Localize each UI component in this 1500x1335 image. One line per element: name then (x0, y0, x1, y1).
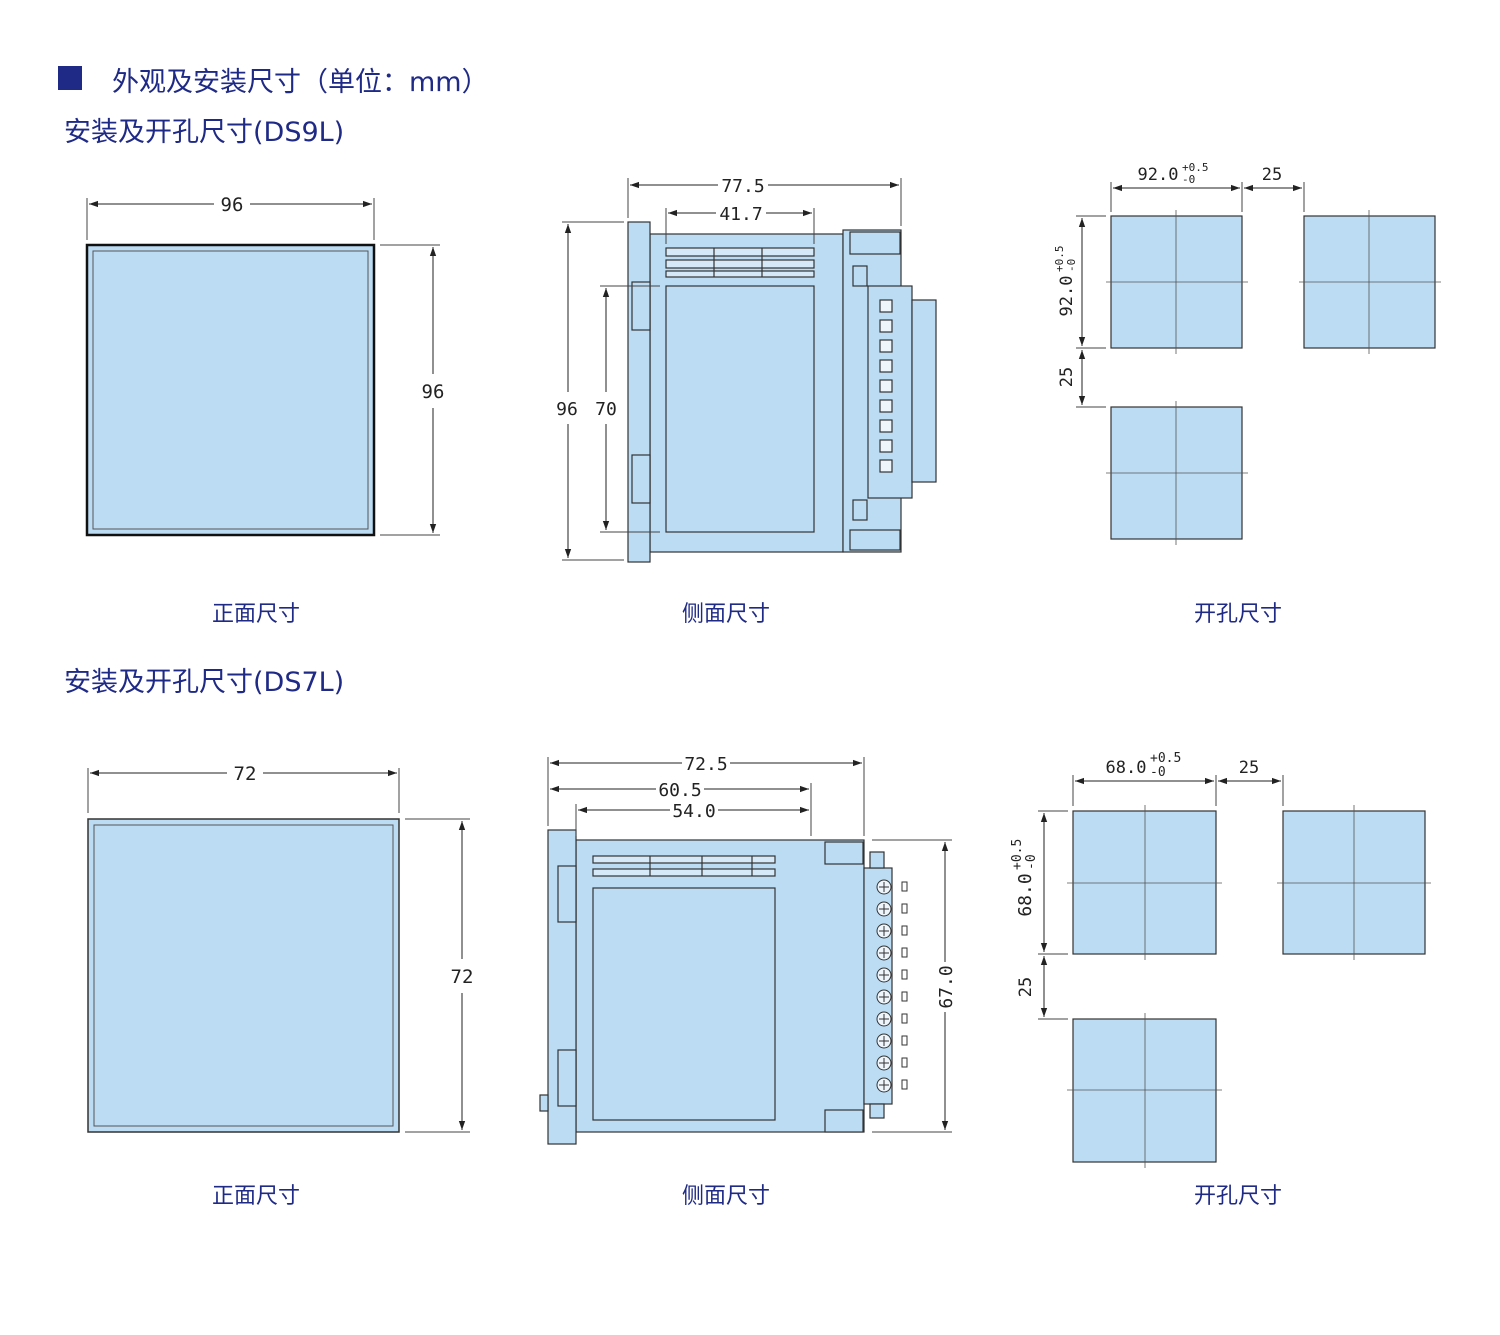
ds7l-cutout-tol-plus: +0.5 (1150, 751, 1181, 766)
ds9l-side-body-depth-label: 41.7 (719, 204, 762, 225)
ds9l-cutout-caption: 开孔尺寸 (1193, 602, 1283, 627)
ds9l-side-height-inner-label: 70 (595, 399, 617, 420)
ds9l-front-view: 96 96 (85, 194, 445, 537)
ds9l-cutout-tol-plus-vertical: +0.5 (1053, 246, 1066, 273)
ds9l-cutout-gap-label: 25 (1262, 165, 1282, 185)
ds7l-cutout-gap-vertical-label: 25 (1016, 977, 1036, 997)
ds9l-front-height-label: 96 (422, 381, 445, 403)
ds7l-side-total-depth-label: 72.5 (684, 754, 727, 775)
ds9l-front-width-label: 96 (221, 194, 244, 216)
ds9l-side-view (627, 221, 937, 563)
ds9l-cutout-gap-vertical-label: 25 (1057, 367, 1077, 387)
section-bullet-square (58, 66, 82, 90)
ds9l-title: 安装及开孔尺寸(DS9L) (64, 117, 345, 148)
ds7l-side-view (539, 829, 893, 1145)
ds7l-side-dimensions: 72.5 60.5 54.0 67.0 (547, 754, 957, 1133)
ds7l-side-depth-mid-label: 60.5 (658, 780, 701, 801)
ds9l-side-height-outer-label: 96 (556, 399, 578, 420)
ds9l-cutout-tol-minus: -0 (1182, 173, 1195, 186)
ds7l-front-caption: 正面尺寸 (211, 1184, 301, 1209)
ds7l-title: 安装及开孔尺寸(DS7L) (64, 667, 345, 698)
ds9l-side-dimensions: 77.5 41.7 96 70 (556, 176, 902, 561)
ds7l-terminal-screws (876, 879, 908, 1093)
ds7l-side-caption: 侧面尺寸 (681, 1184, 771, 1209)
ds9l-front-caption: 正面尺寸 (211, 602, 301, 627)
ds7l-front-width-label: 72 (234, 763, 257, 785)
section-title: 外观及安装尺寸（单位：mm） (112, 67, 489, 98)
ds7l-side-height-label: 67.0 (936, 965, 957, 1008)
ds7l-front-height-label: 72 (451, 966, 474, 988)
ds7l-front-view: 72 72 (87, 763, 474, 1133)
ds7l-side-depth-inner-label: 54.0 (672, 801, 715, 822)
ds7l-cutout-tol-plus-vertical: +0.5 (1010, 839, 1025, 870)
ds7l-cutout-size-vertical-label: 68.0 (1015, 873, 1036, 916)
ds7l-cutout-tol-minus: -0 (1150, 765, 1166, 780)
ds7l-cutout-tol-minus-vertical: -0 (1024, 854, 1039, 870)
ds7l-cutout-gap-label: 25 (1239, 758, 1259, 778)
ds9l-cutout-size-label: 92.0 (1138, 165, 1179, 185)
ds9l-cutout-size-vertical-label: 92.0 (1057, 276, 1077, 317)
ds9l-side-total-depth-label: 77.5 (721, 176, 764, 197)
ds9l-cutout-tol-plus: +0.5 (1182, 161, 1209, 174)
ds7l-cutout-caption: 开孔尺寸 (1193, 1184, 1283, 1209)
ds9l-cutout-view: 92.0 +0.5 -0 25 92.0 +0.5 -0 25 (1053, 161, 1441, 545)
ds7l-cutout-size-label: 68.0 (1106, 758, 1147, 778)
ds7l-cutout-view: 68.0 +0.5 -0 25 68.0 +0.5 -0 25 (1010, 751, 1431, 1168)
ds9l-cutout-tol-minus-vertical: -0 (1065, 259, 1078, 272)
ds9l-side-caption: 侧面尺寸 (681, 602, 771, 627)
